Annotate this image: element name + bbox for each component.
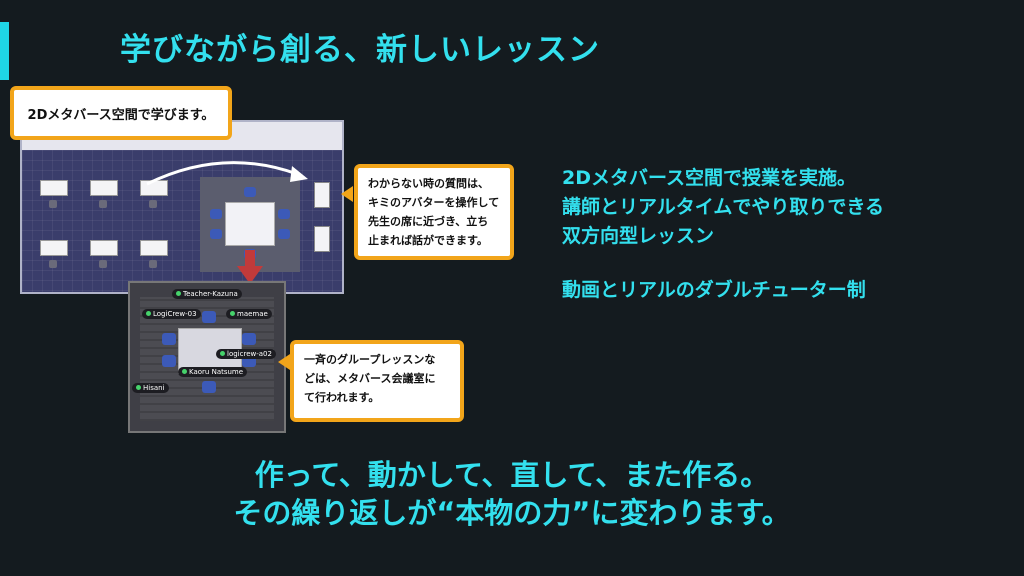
- meeting-seat: [244, 187, 256, 197]
- bottom-message-line-2: その繰り返しが“本物の力”に変わります。: [233, 496, 791, 530]
- callout-line: どは、メタバース会議室に: [304, 372, 436, 385]
- callout-right: わからない時の質問は、 キミのアバターを操作して 先生の席に近づき、立ち 止まれ…: [354, 164, 514, 260]
- meeting-area: [200, 177, 300, 272]
- description-line: 講師とリアルタイムでやり取りできる: [562, 196, 885, 218]
- callout-line: 一斉のグループレッスンな: [304, 353, 436, 366]
- meeting-table: [225, 202, 275, 246]
- teacher-desk: [314, 226, 330, 252]
- callout-line: 先生の席に近づき、立ち: [368, 215, 489, 228]
- teacher-desk: [314, 182, 330, 208]
- description-line: 2Dメタバース空間で授業を実施。: [562, 167, 857, 189]
- office-chair: [99, 200, 107, 208]
- office-chair: [49, 260, 57, 268]
- callout-line: て行われます。: [304, 391, 380, 404]
- callout-top-text: 2Dメタバース空間で学びます。: [27, 107, 215, 123]
- office-chair: [149, 200, 157, 208]
- accent-bar: [0, 22, 9, 80]
- avatar-name-tag: maemae: [226, 309, 272, 319]
- office-desk: [90, 180, 118, 196]
- avatar-name-tag: Hisani: [132, 383, 169, 393]
- avatar-name-tag: Teacher-Kazuna: [172, 289, 242, 299]
- page-title: 学びながら創る、新しいレッスン: [120, 32, 600, 68]
- callout-pointer: [341, 186, 353, 202]
- avatar-name-tag: Kaoru Natsume: [178, 367, 248, 377]
- meeting-seat: [210, 229, 222, 239]
- office-desk: [90, 240, 118, 256]
- room-seat: [242, 333, 256, 345]
- avatar-name-tag: LogiCrew-03: [142, 309, 201, 319]
- callout-pointer: [278, 354, 290, 370]
- office-desk: [40, 240, 68, 256]
- callout-line: キミのアバターを操作して: [368, 196, 500, 209]
- bottom-message-line-1: 作って、動かして、直して、また作る。: [254, 458, 770, 492]
- office-chair: [149, 260, 157, 268]
- callout-top: 2Dメタバース空間で学びます。: [10, 86, 232, 140]
- tutor-description: 動画とリアルのダブルチューター制: [562, 279, 866, 301]
- meeting-room-screenshot: Teacher-Kazuna LogiCrew-03 maemae logicr…: [128, 281, 286, 433]
- callout-bottom: 一斉のグループレッスンな どは、メタバース会議室に て行われます。: [290, 340, 464, 422]
- office-chair: [49, 200, 57, 208]
- room-seat: [202, 381, 216, 393]
- callout-line: 止まれば話ができます。: [368, 234, 488, 247]
- move-arrow-icon: [146, 161, 308, 186]
- down-arrow-icon: [237, 250, 263, 284]
- meeting-seat: [278, 209, 290, 219]
- office-desk: [40, 180, 68, 196]
- office-chair: [99, 260, 107, 268]
- meeting-seat: [210, 209, 222, 219]
- room-seat: [202, 311, 216, 323]
- feature-description: 2Dメタバース空間で授業を実施。 講師とリアルタイムでやり取りできる 双方向型レ…: [562, 164, 884, 251]
- callout-line: わからない時の質問は、: [368, 177, 489, 190]
- metaverse-office-screenshot: [20, 120, 344, 294]
- room-seat: [162, 355, 176, 367]
- avatar-name-tag: logicrew-a02: [216, 349, 276, 359]
- office-desk: [140, 240, 168, 256]
- description-line: 双方向型レッスン: [562, 225, 715, 247]
- meeting-seat: [278, 229, 290, 239]
- room-seat: [162, 333, 176, 345]
